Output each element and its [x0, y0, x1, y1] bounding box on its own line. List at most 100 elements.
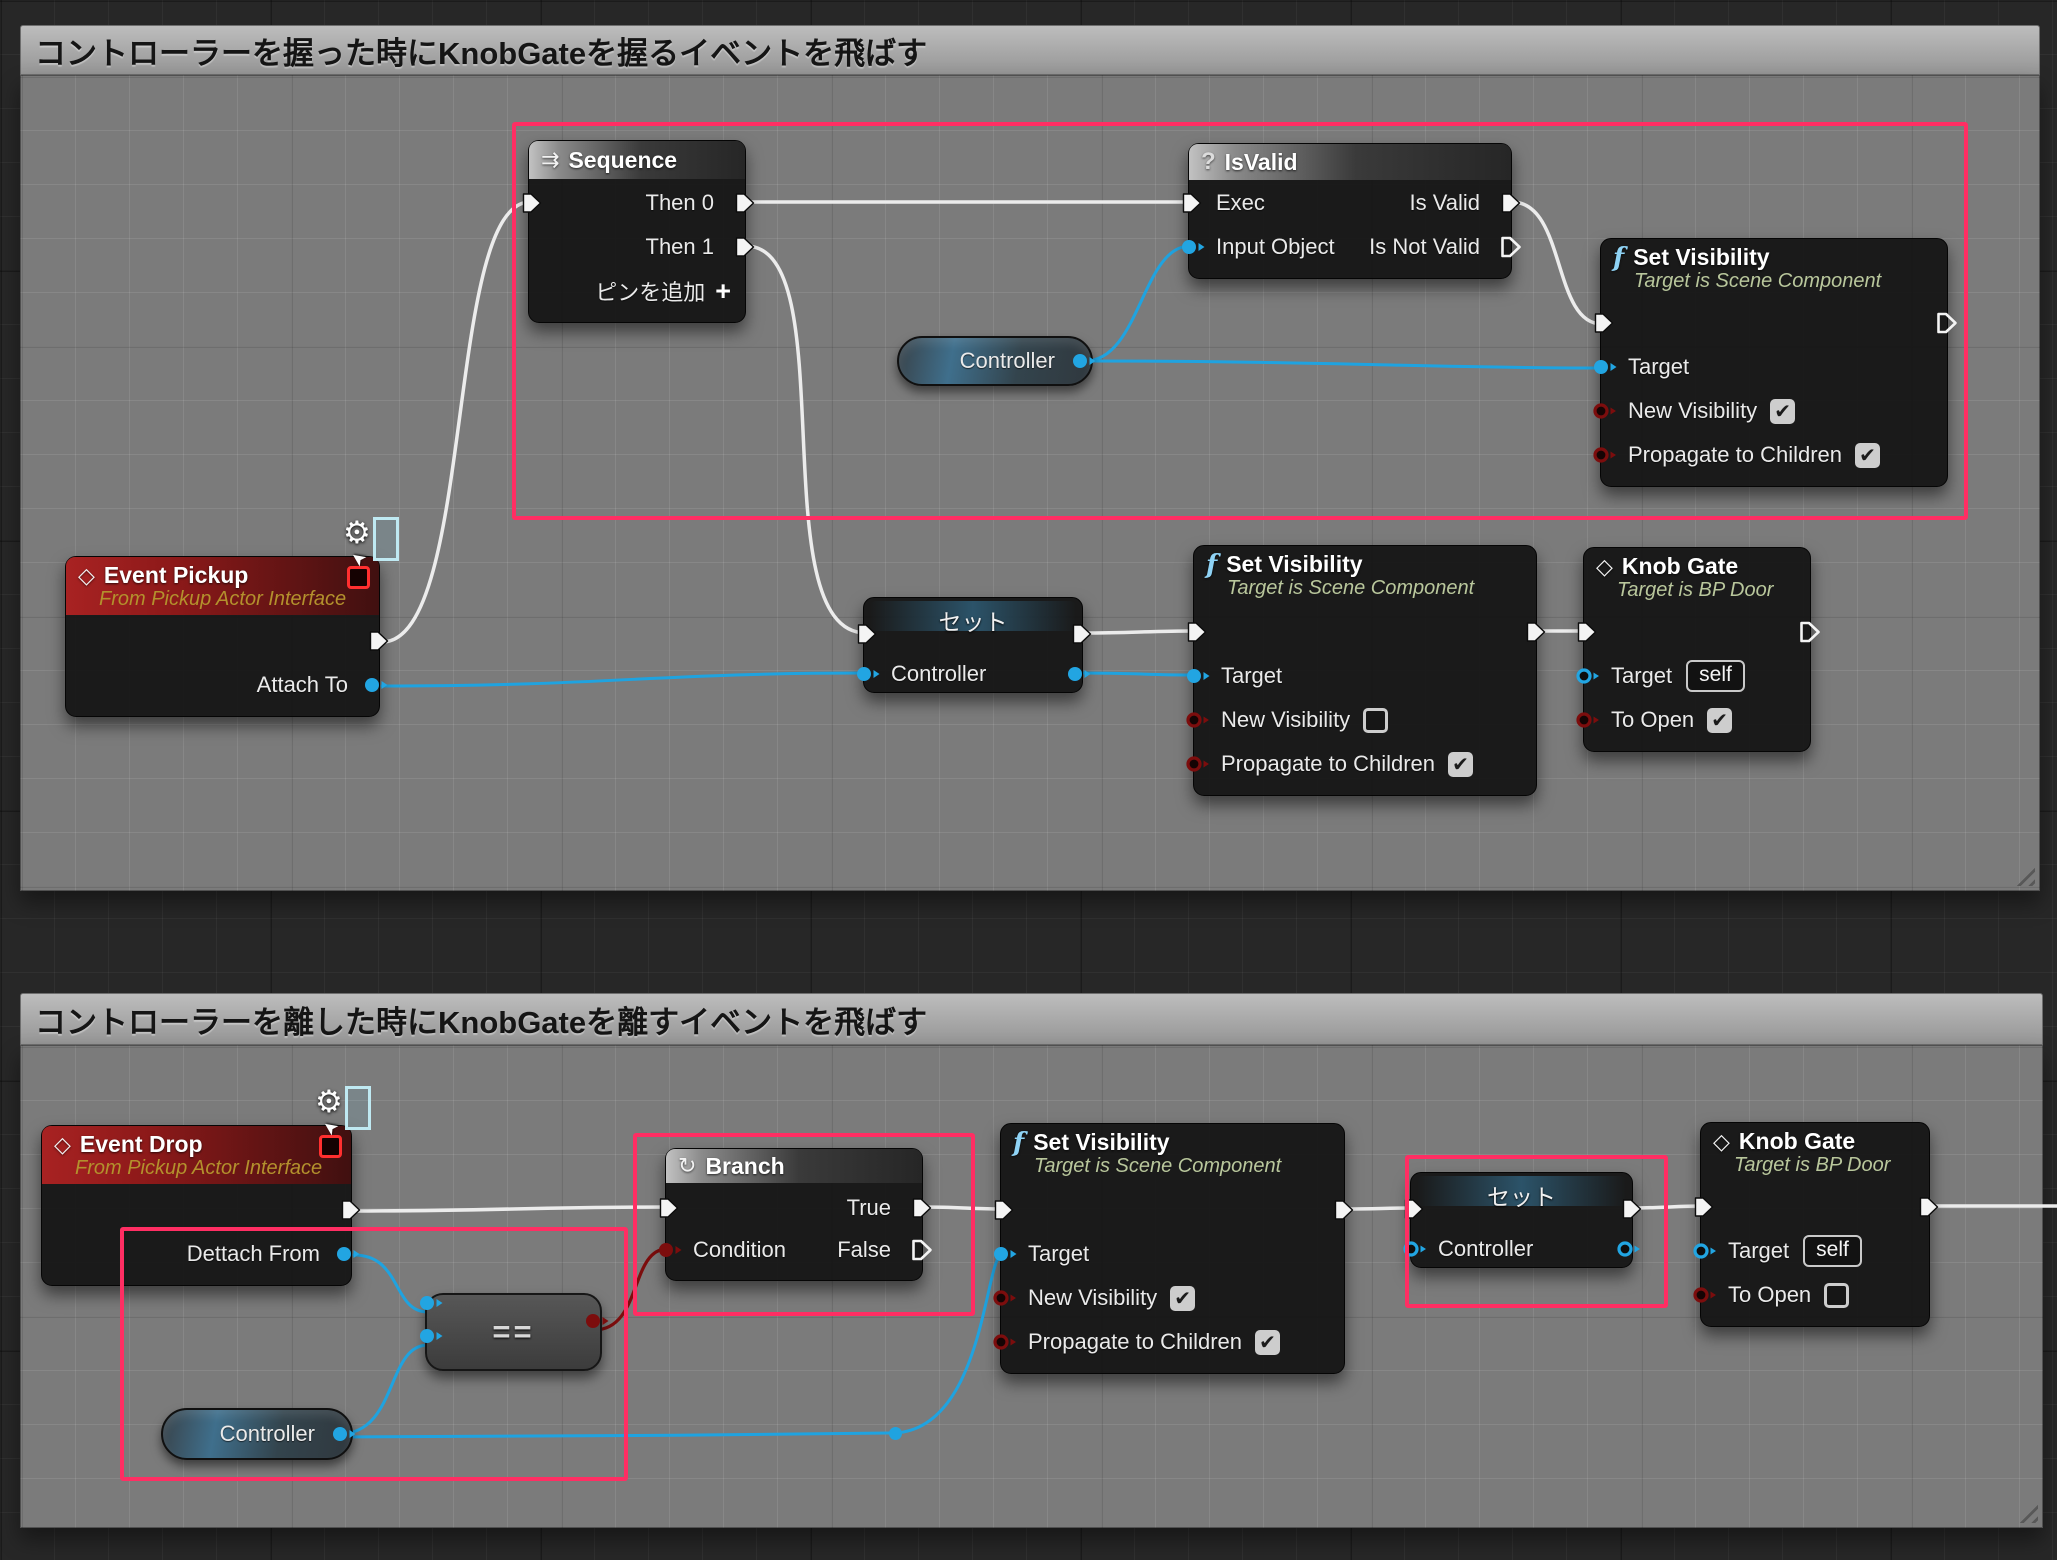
bool-in-pin[interactable] — [1592, 402, 1619, 421]
object-in-pin[interactable] — [1575, 667, 1602, 686]
bool-in-pin[interactable] — [992, 1333, 1019, 1352]
bool-out-pin[interactable] — [584, 1312, 611, 1331]
obj-wire[interactable] — [1083, 359, 1604, 370]
variable-get-controller-get-2[interactable]: Controller — [161, 1408, 356, 1460]
checkbox-unchecked[interactable] — [1824, 1282, 1850, 1308]
exec-out-pin[interactable] — [1332, 1199, 1355, 1222]
literal-pin-value[interactable]: self — [1686, 660, 1745, 692]
obj-wire[interactable] — [337, 1343, 430, 1436]
literal-pin-value[interactable]: self — [1803, 1235, 1862, 1267]
object-in-pin[interactable] — [855, 665, 882, 684]
exec-out-pin[interactable] — [367, 630, 390, 653]
object-in-pin[interactable] — [1592, 358, 1619, 377]
object-out-pin[interactable] — [363, 676, 390, 695]
checkbox-checked[interactable] — [1170, 1285, 1196, 1311]
bool-in-pin[interactable] — [1185, 755, 1212, 774]
exec-in-pin[interactable] — [1592, 312, 1615, 335]
exec-in-pin[interactable] — [1692, 1196, 1715, 1219]
object-out-pin[interactable] — [335, 1245, 362, 1264]
checkbox-checked[interactable] — [1448, 751, 1474, 777]
exec-out-pin[interactable] — [1798, 621, 1821, 644]
exec-out-pin[interactable] — [910, 1197, 933, 1220]
exec-wire[interactable] — [380, 200, 532, 644]
exec-out-pin[interactable] — [733, 192, 756, 215]
obj-wire[interactable] — [337, 1253, 1004, 1439]
node-header[interactable]: ⇉Sequence — [529, 141, 745, 179]
bool-in-pin[interactable] — [657, 1241, 684, 1260]
obj-wire[interactable] — [380, 671, 868, 688]
obj-wire[interactable] — [1083, 244, 1192, 363]
exec-out-pin[interactable] — [1499, 236, 1522, 259]
checkbox-checked[interactable] — [1770, 398, 1796, 424]
object-in-pin[interactable] — [1185, 667, 1212, 686]
exec-out-pin[interactable] — [1620, 1198, 1643, 1221]
obj-wire[interactable] — [352, 1253, 430, 1314]
object-in-pin[interactable] — [1692, 1242, 1719, 1261]
exec-in-pin[interactable] — [855, 623, 878, 646]
exec-out-pin[interactable] — [1917, 1196, 1940, 1219]
exec-out-pin[interactable] — [1070, 623, 1093, 646]
exec-in-pin[interactable] — [520, 192, 543, 215]
add-pin-button[interactable]: ピンを追加+ — [595, 275, 731, 307]
exec-wire[interactable] — [744, 244, 868, 635]
exec-in-pin[interactable] — [1185, 621, 1208, 644]
node-header[interactable]: ?IsValid — [1189, 144, 1511, 180]
checkbox-checked[interactable] — [1255, 1329, 1281, 1355]
object-out-pin[interactable] — [1616, 1240, 1643, 1259]
node-header[interactable]: ↻Branch — [666, 1149, 922, 1183]
object-out-pin[interactable] — [331, 1425, 358, 1444]
exec-wire[interactable] — [921, 1205, 1004, 1211]
exec-out-pin[interactable] — [910, 1239, 933, 1262]
bool-in-pin[interactable] — [1592, 446, 1619, 465]
object-in-pin[interactable] — [992, 1245, 1019, 1264]
equality-node[interactable]: == — [420, 1293, 609, 1371]
delegate-pin[interactable] — [347, 566, 370, 589]
bool-in-pin[interactable] — [1692, 1286, 1719, 1305]
exec-wire[interactable] — [1081, 629, 1197, 635]
checkbox-unchecked[interactable] — [1363, 707, 1389, 733]
exec-in-pin[interactable] — [1180, 192, 1203, 215]
checkbox-checked[interactable] — [1707, 707, 1733, 733]
exec-out-pin[interactable] — [1524, 621, 1547, 644]
comment-title-bar[interactable]: コントローラーを離した時にKnobGateを離すイベントを飛ばす — [20, 993, 2043, 1045]
delegate-pin[interactable] — [319, 1135, 342, 1158]
comment-title-bar[interactable]: コントローラーを握った時にKnobGateを握るイベントを飛ばす — [20, 25, 2040, 75]
object-in-pin[interactable] — [1402, 1240, 1429, 1259]
checkbox-checked[interactable] — [1855, 442, 1881, 468]
object-in-pin[interactable] — [1180, 238, 1207, 257]
object-in-pin[interactable] — [418, 1294, 445, 1313]
exec-out-pin[interactable] — [1499, 192, 1522, 215]
bool-in-pin[interactable] — [1575, 711, 1602, 730]
exec-in-pin[interactable] — [992, 1199, 1015, 1222]
exec-wire[interactable] — [1510, 200, 1604, 326]
object-in-pin[interactable] — [418, 1327, 445, 1346]
exec-out-pin[interactable] — [339, 1199, 362, 1222]
bool-in-pin[interactable] — [992, 1289, 1019, 1308]
exec-in-pin[interactable] — [1402, 1198, 1425, 1221]
object-out-pin[interactable] — [1071, 352, 1098, 371]
obj-wire[interactable] — [1081, 671, 1197, 677]
variable-get-controller-get-1[interactable]: Controller — [897, 336, 1096, 386]
exec-in-pin[interactable] — [657, 1197, 680, 1220]
exec-wire[interactable] — [352, 1205, 669, 1213]
exec-in-pin[interactable] — [1575, 621, 1598, 644]
object-out-pin[interactable] — [1066, 665, 1093, 684]
